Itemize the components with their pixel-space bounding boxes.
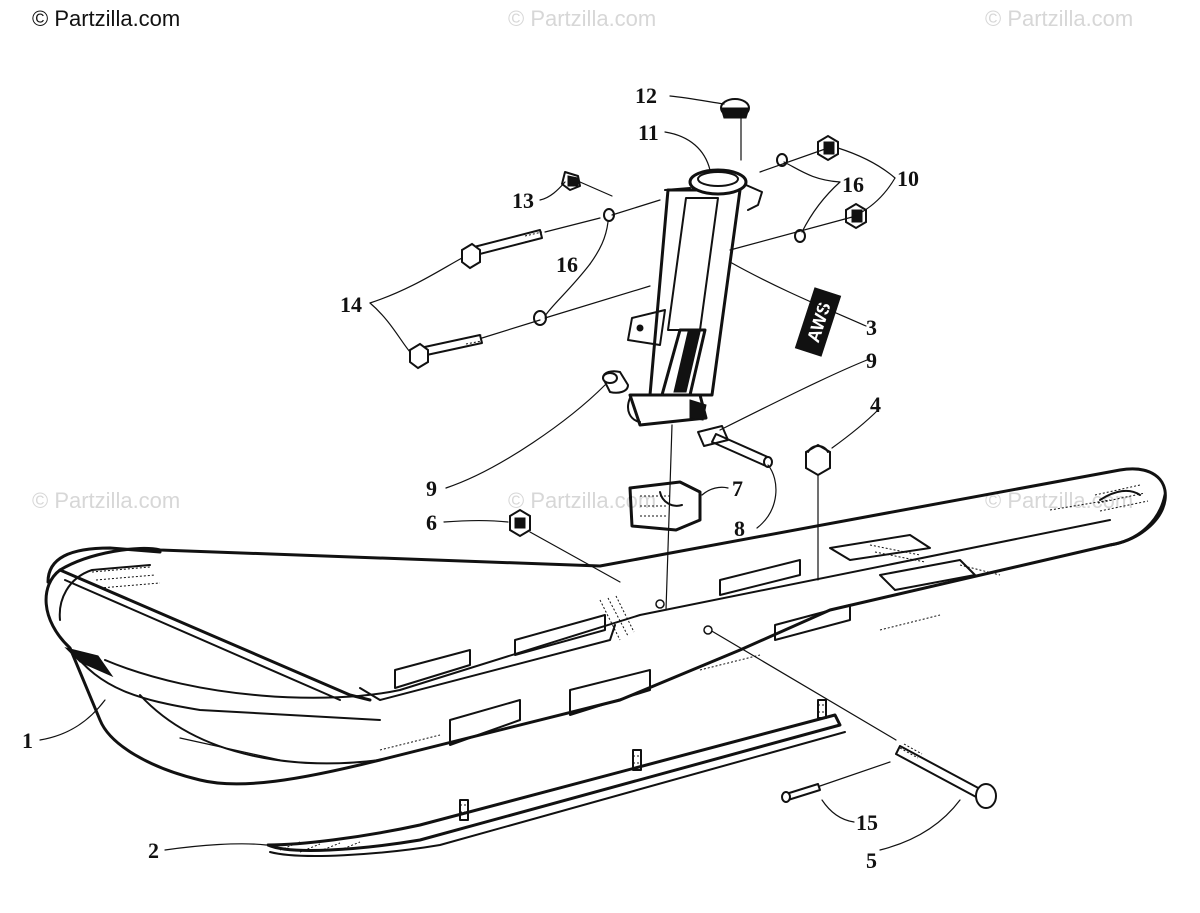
nut-4 — [805, 443, 831, 477]
callout-7: 7 — [732, 476, 743, 501]
pin-8 — [711, 433, 773, 468]
callout-9-left: 9 — [426, 476, 437, 501]
callout-8: 8 — [734, 516, 745, 541]
ski-body — [44, 467, 1167, 786]
alignment-lines — [481, 109, 897, 787]
nut-6 — [509, 508, 531, 538]
wear-bar — [266, 699, 846, 857]
callout-2: 2 — [148, 838, 159, 863]
bolts-14 — [409, 229, 543, 370]
watermark-mid-left: © Partzilla.com — [32, 488, 181, 513]
cap — [720, 98, 750, 119]
callout-12: 12 — [635, 83, 657, 108]
watermark-top-left: © Partzilla.com — [32, 6, 181, 31]
saddle-block — [628, 480, 702, 532]
callout-11: 11 — [638, 120, 659, 145]
watermark-top-center: © Partzilla.com — [508, 6, 657, 31]
callout-14: 14 — [340, 292, 362, 317]
callout-3: 3 — [866, 315, 877, 340]
callout-6: 6 — [426, 510, 437, 535]
callout-9-right: 9 — [866, 348, 877, 373]
spindle — [627, 168, 763, 427]
callout-16-left: 16 — [556, 252, 578, 277]
callout-5: 5 — [866, 848, 877, 873]
callout-10: 10 — [897, 166, 919, 191]
callout-leaders — [39, 95, 961, 851]
ski-bolt-5 — [895, 743, 997, 809]
callout-13: 13 — [512, 188, 534, 213]
watermark-top-right: © Partzilla.com — [985, 6, 1134, 31]
cotter-pin-15 — [781, 783, 821, 803]
callout-16-right: 16 — [842, 172, 864, 197]
callout-1: 1 — [22, 728, 33, 753]
callout-15: 15 — [856, 810, 878, 835]
grease-fitting — [561, 171, 613, 197]
callout-4: 4 — [870, 392, 881, 417]
washers-16 — [533, 153, 806, 326]
